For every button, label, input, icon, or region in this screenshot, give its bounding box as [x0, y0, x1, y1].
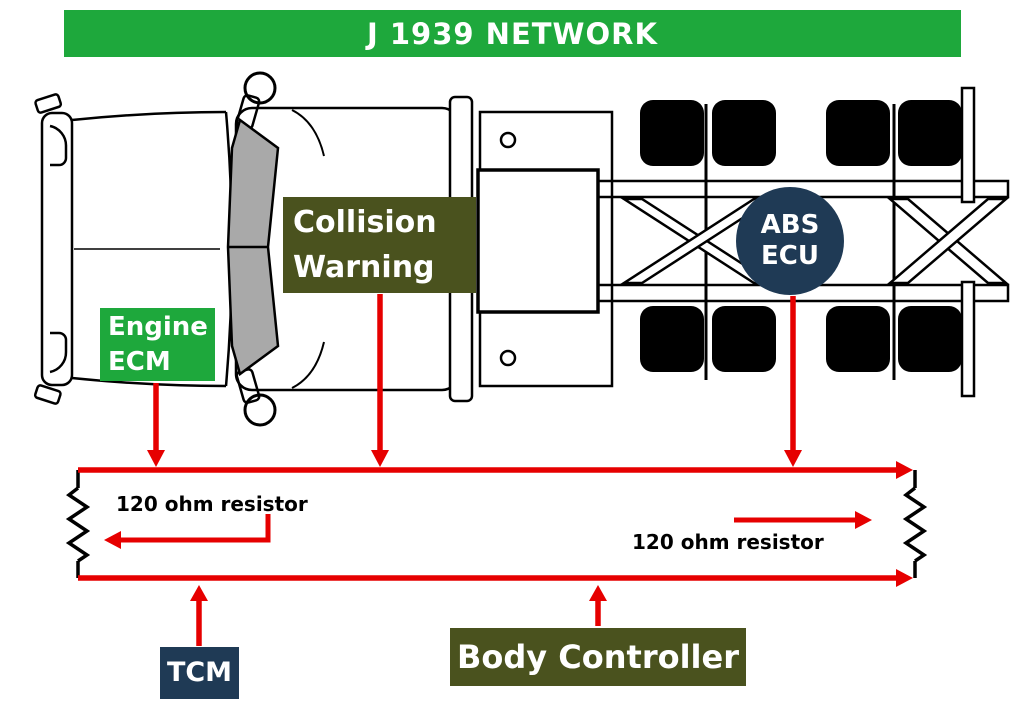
cab-seam [291, 109, 325, 157]
resistor-pointer-arrows [104, 511, 872, 549]
abs-ecu-line2: ECU [761, 241, 819, 271]
tcm-node: TCM [160, 647, 239, 699]
collision-warning-line2: Warning [293, 249, 435, 285]
wheel [898, 100, 962, 166]
left-mirror [34, 93, 63, 114]
wheels [640, 100, 962, 372]
right-resistor-label: 120 ohm resistor [632, 530, 824, 554]
wheel [640, 306, 704, 372]
wheel [826, 100, 890, 166]
wheel [712, 306, 776, 372]
deck-bolt [499, 349, 517, 367]
wheel [826, 306, 890, 372]
left-terminating-resistor-icon [65, 486, 91, 563]
tcm-label: TCM [166, 657, 233, 689]
engine-ecm-line2: ECM [108, 346, 171, 377]
backbone-top-arrowhead [896, 461, 913, 479]
engine-ecm-line1: Engine [108, 311, 208, 342]
cab-seam [291, 341, 325, 389]
right-resistor-pointer-arrowhead [855, 511, 872, 529]
left-resistor-label: 120 ohm resistor [116, 492, 308, 516]
tcm-arrowhead [190, 585, 208, 601]
backbone-bottom-arrowhead [896, 569, 913, 587]
left-resistor-pointer-arrowhead [104, 531, 121, 549]
rear-frame-bar [960, 86, 976, 204]
body-controller-arrowhead [589, 585, 607, 601]
exhaust-pipe [243, 71, 277, 105]
collision-warning-arrowhead [371, 450, 389, 467]
abs-ecu-node: ABS ECU [736, 187, 844, 295]
cross-brace [886, 197, 1010, 285]
truck-top-view-drawing [33, 71, 1010, 427]
engine-ecm-arrowhead [147, 450, 165, 467]
wheel [640, 100, 704, 166]
front-bumper [40, 111, 74, 387]
collision-warning-line1: Collision [293, 205, 437, 240]
headlight [49, 331, 68, 374]
wheel [898, 306, 962, 372]
wheel [712, 100, 776, 166]
body-controller-label: Body Controller [456, 638, 739, 676]
left-resistor-pointer-line [120, 514, 271, 543]
rear-frame-bar [960, 280, 976, 398]
right-terminating-resistor-icon [902, 486, 928, 563]
page-title: J 1939 NETWORK [64, 10, 961, 57]
fifth-wheel-plate [476, 168, 600, 314]
body-controller-node: Body Controller [450, 628, 746, 686]
hood-edge [71, 110, 227, 122]
deck-bolt [499, 131, 517, 149]
abs-ecu-arrowhead [784, 450, 802, 467]
engine-ecm-node: Engine ECM [100, 308, 215, 381]
right-mirror [33, 384, 62, 405]
abs-ecu-line1: ABS [760, 209, 820, 240]
exhaust-pipe [243, 393, 277, 427]
headlight [49, 124, 68, 167]
collision-warning-node: Collision Warning [283, 197, 476, 293]
j1939-backbone [65, 461, 928, 587]
node-connection-arrows [147, 294, 802, 646]
